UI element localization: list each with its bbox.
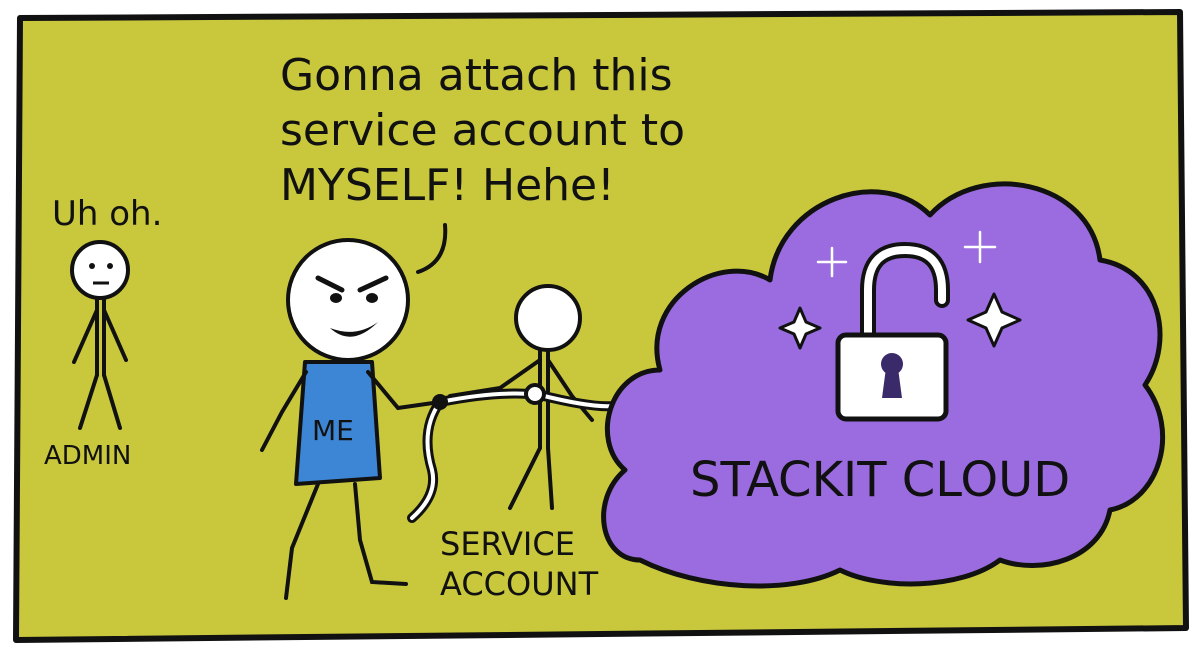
padlock-open-icon [835, 241, 950, 422]
keyhole-icon [881, 353, 903, 398]
service-account-label-1: SERVICE [440, 525, 575, 563]
admin-speech: Uh oh. [52, 194, 162, 234]
admin-label: ADMIN [44, 441, 131, 471]
service-account-label-2: ACCOUNT [440, 565, 599, 603]
admin-head [70, 240, 130, 300]
me-figure: ME [260, 238, 442, 600]
cloud-label: STACKIT CLOUD [690, 452, 1070, 508]
speech-bubble: Gonna attach this service account to MYS… [280, 50, 685, 274]
admin-figure: Uh oh. ADMIN [44, 194, 162, 471]
me-shirt-label: ME [312, 414, 354, 447]
service-account-figure: SERVICE ACCOUNT [440, 284, 599, 603]
service-account-head [514, 284, 582, 352]
stackit-cloud: STACKIT CLOUD [601, 181, 1166, 589]
speech-line-3: MYSELF! Hehe! [280, 160, 615, 211]
speech-line-1: Gonna attach this [280, 50, 673, 101]
sparkle-icon [778, 292, 1022, 350]
speech-tail [416, 223, 448, 274]
sparkle-small-icon [816, 230, 997, 278]
speech-line-2: service account to [280, 105, 685, 156]
me-head [286, 238, 410, 362]
me-shirt [294, 360, 382, 486]
